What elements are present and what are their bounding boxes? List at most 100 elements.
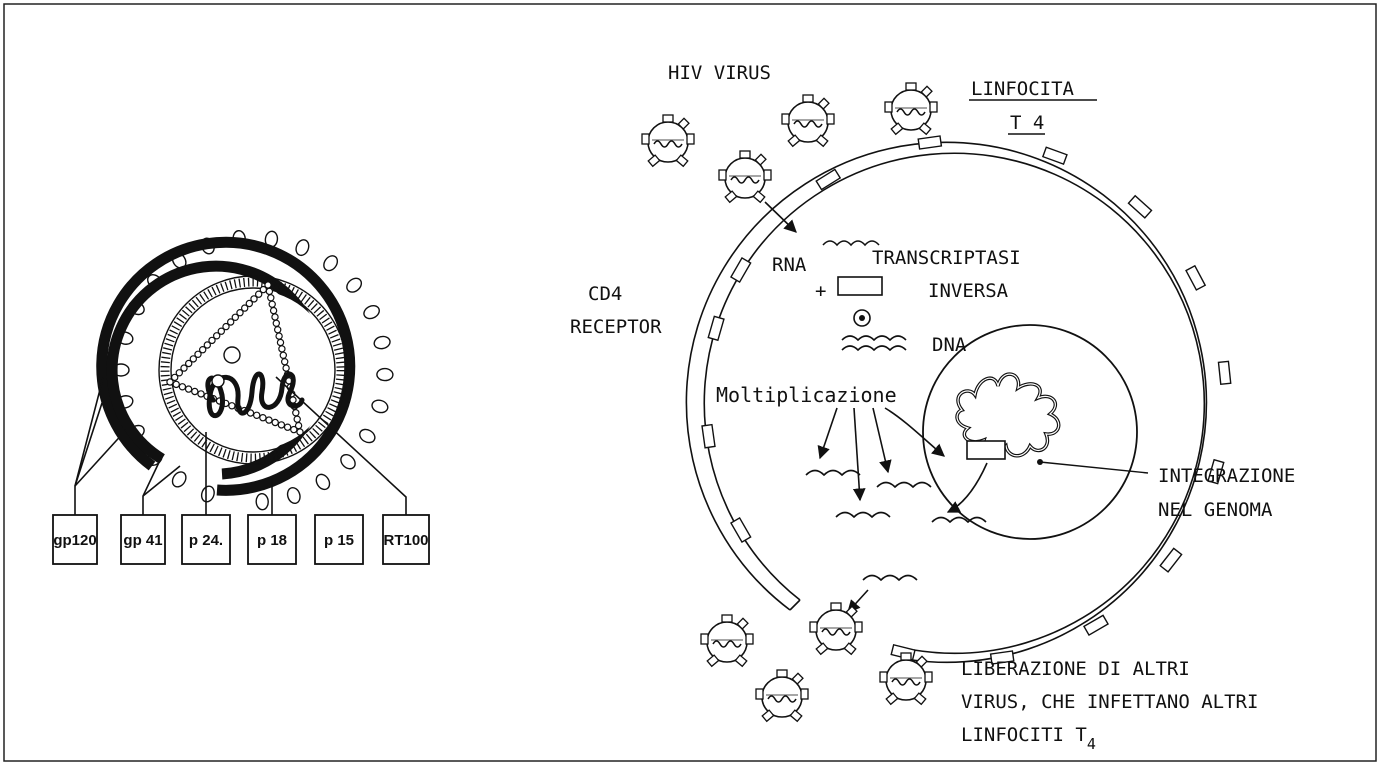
glycoprotein-knob [321,253,340,273]
box-rt100: RT100 [383,515,429,564]
core-protein [229,403,235,409]
box-p24: p 24. [182,515,230,564]
label-cd4: CD4 [588,283,622,305]
glycoprotein-knob [344,275,364,294]
label-inversa: INVERSA [928,280,1009,302]
core-protein [293,410,299,416]
virion [719,151,771,202]
label-liberazione-2: VIRUS, CHE INFETTANO ALTRI [961,691,1258,713]
glycoprotein-knob [357,427,377,445]
core-protein [260,415,266,421]
svg-text:RT100: RT100 [383,532,428,549]
label-liberazione-3: LINFOCITI T4 [961,724,1096,753]
label-nel-genoma: NEL GENOMA [1158,499,1273,521]
virion [880,653,932,704]
box-p15: p 15 [315,515,363,564]
core-protein [285,424,291,430]
glycoprotein-knob [377,368,393,381]
core-protein [186,386,192,392]
virion [782,95,834,146]
cd4-receptor [731,258,751,282]
box-gp120: gp120 [53,515,97,564]
cd4-receptor [1186,266,1205,290]
glycoprotein-knob [256,493,269,510]
core-protein [269,301,275,307]
core-protein [276,333,282,339]
svg-text:p 18: p 18 [257,532,287,549]
transcriptase-enzyme [838,277,882,295]
core-protein [198,391,204,397]
svg-text:p 24.: p 24. [189,532,223,549]
core-protein [279,346,285,352]
cd4-receptor [1218,361,1230,384]
glycoprotein-knob [294,238,311,257]
core-protein [283,365,289,371]
core-protein [296,423,302,429]
label-plus: + [815,280,826,302]
core-protein [280,352,286,358]
virion [885,83,937,134]
virion [810,603,862,654]
virion [642,115,694,166]
box-gp41: gp 41 [121,515,165,564]
label-linfocita: LINFOCITA [971,78,1075,100]
glycoprotein-knob [362,303,382,321]
box-p18: p 18 [248,515,296,564]
svg-text:p 15: p 15 [324,532,354,549]
core-protein [268,295,274,301]
label-rna: RNA [772,254,807,276]
glycoprotein-knob [286,486,302,505]
core-protein [277,339,283,345]
virion [756,670,808,721]
core-protein [294,416,300,422]
rna-copy [863,576,917,581]
core-protein [272,314,278,320]
label-moltiplicazione: Moltiplicazione [716,383,897,407]
label-t4: T 4 [1010,112,1044,134]
label-liberazione-1: LIBERAZIONE DI ALTRI [961,658,1190,680]
core-protein [278,422,284,428]
cd4-receptor [708,316,724,340]
core-protein [192,388,198,394]
cd4-receptor [918,136,941,149]
glycoprotein-knob [338,452,358,472]
core-protein [282,359,288,365]
core-protein [272,419,278,425]
reverse-transcriptase [224,347,240,363]
rna-strand [823,241,879,245]
label-hiv-virus: HIV VIRUS [668,62,771,84]
label-integrazione: INTEGRAZIONE [1158,465,1295,487]
glycoprotein-knob [314,472,333,492]
cd4-receptor [702,425,715,448]
core-protein [275,327,281,333]
cd4-receptor [1128,196,1151,218]
core-protein [266,288,272,294]
protein-boxes: gp120 gp 41 p 24. p 18 p 15 RT100 [53,515,429,564]
core-protein [167,379,173,385]
svg-text:gp120: gp120 [53,532,96,549]
virion [701,615,753,666]
dna-strand-2 [842,346,906,350]
dna-strand-1 [842,336,906,340]
rna-copy [836,513,890,518]
core-protein [254,412,260,418]
core-protein [173,381,179,387]
rna-copy [806,471,860,476]
core-protein [297,429,303,435]
rna-copy [877,483,931,488]
label-transcriptasi: TRANSCRIPTASI [872,247,1021,269]
cd4-receptor [1084,615,1108,635]
svg-text:gp 41: gp 41 [123,532,162,549]
label-receptor: RECEPTOR [570,316,662,338]
glycoprotein-knob [371,398,390,414]
label-dna: DNA [932,334,967,356]
integrated-provirus [967,441,1005,459]
core-protein [266,417,272,423]
glycoprotein-knob [200,484,217,503]
core-protein [271,308,277,314]
glycoprotein-knob [373,335,391,350]
hiv-virion-structure [102,230,393,510]
core-protein [179,384,185,390]
